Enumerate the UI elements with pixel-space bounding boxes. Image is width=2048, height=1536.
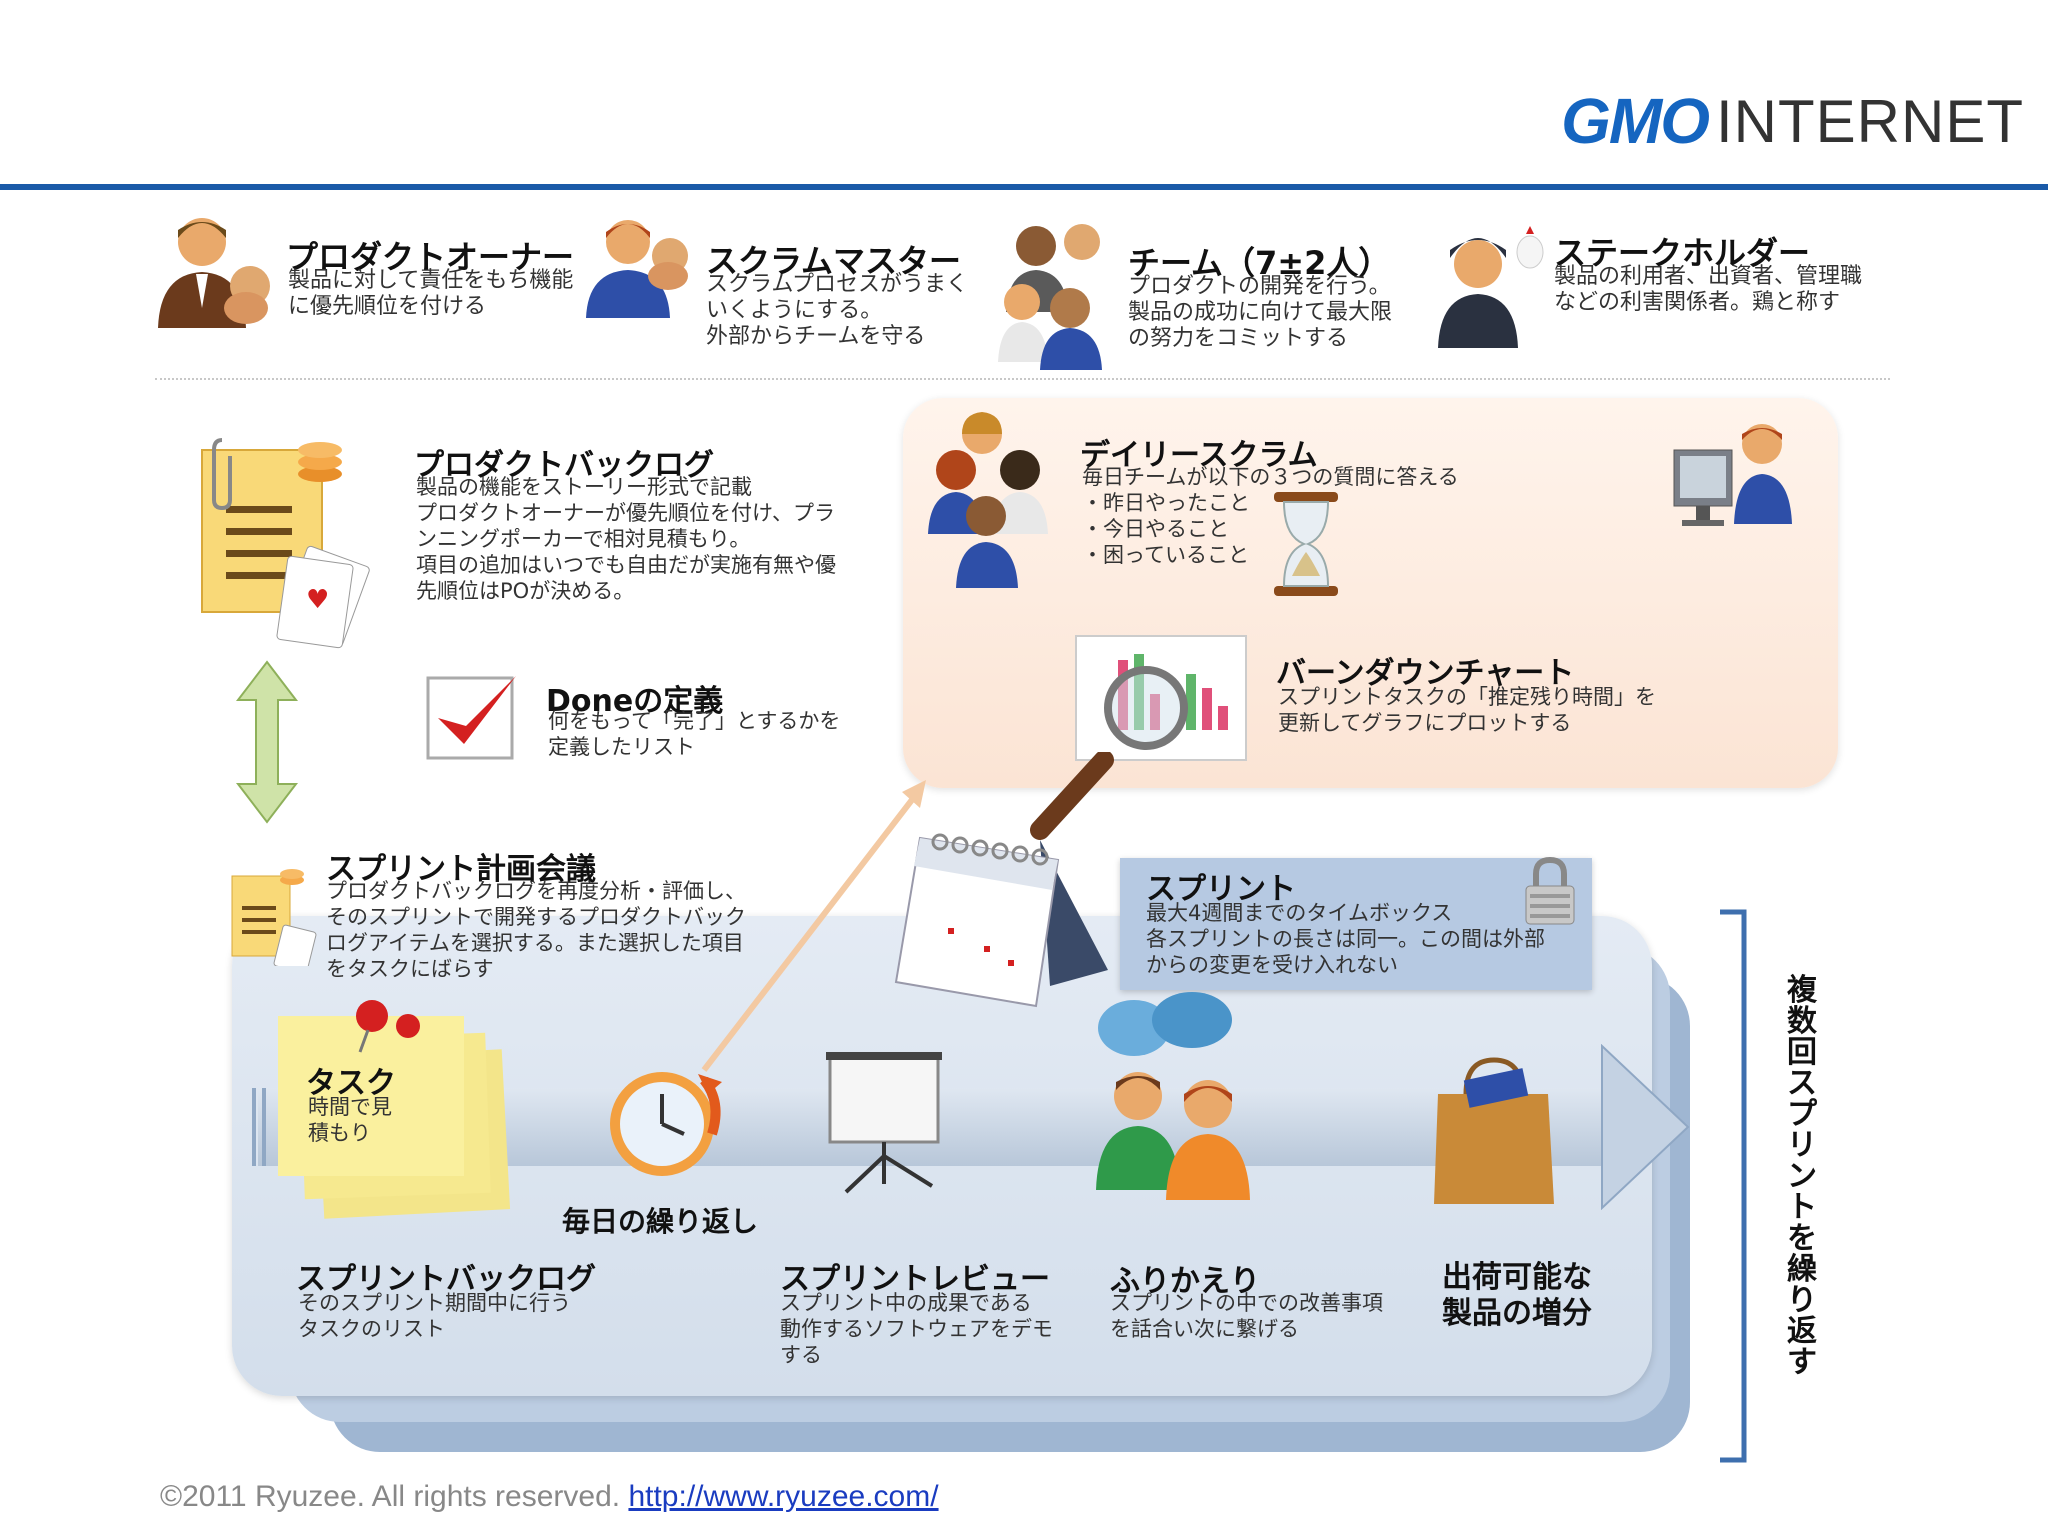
product-owner-icon bbox=[150, 208, 275, 333]
svg-text:♥: ♥ bbox=[306, 585, 329, 615]
stakeholder-monitor-icon bbox=[1670, 420, 1800, 540]
product-backlog-desc: 製品の機能をストーリー形式で記載プロダクトオーナーが優先順位を付け、プランニング… bbox=[416, 474, 836, 604]
sprint-planning-icon bbox=[226, 866, 326, 966]
footer: ©2011 Ryuzee. All rights reserved. http:… bbox=[160, 1480, 939, 1514]
gmo-internet-logo: GMO INTERNET bbox=[1561, 84, 2024, 158]
retrospective-desc: スプリントの中での改善事項を話合い次に繋げる bbox=[1110, 1290, 1383, 1342]
burndown-chart-icon bbox=[1074, 634, 1250, 764]
presentation-screen-icon bbox=[824, 1044, 960, 1194]
copyright-text: ©2011 Ryuzee. All rights reserved. bbox=[160, 1480, 620, 1513]
repeat-bracket bbox=[1716, 908, 1750, 1464]
team-icon bbox=[996, 212, 1116, 372]
retrospective-people-icon bbox=[1086, 990, 1266, 1206]
task-sticky-notes bbox=[268, 996, 518, 1226]
sprint-flow-arrowhead bbox=[1600, 1044, 1692, 1210]
sprint-desc: 最大4週間までのタイムボックス各スプリントの長さは同一。この間は外部からの変更を… bbox=[1146, 900, 1545, 978]
ryuzee-link[interactable]: http://www.ryuzee.com/ bbox=[628, 1480, 938, 1513]
shipping-bag-icon bbox=[1432, 1040, 1560, 1210]
task-desc: 時間で見積もり bbox=[308, 1094, 392, 1146]
sprint-backlog-desc: そのスプリント期間中に行うタスクのリスト bbox=[298, 1290, 571, 1342]
done-definition-desc: 何をもって「完了」とするかを定義したリスト bbox=[548, 708, 840, 760]
increment-title: 出荷可能な製品の増分 bbox=[1442, 1260, 1592, 1332]
double-arrow-icon bbox=[232, 660, 302, 824]
calendar-icon bbox=[890, 820, 1120, 1010]
logo-internet-text: INTERNET bbox=[1716, 87, 2024, 156]
logo-gmo-text: GMO bbox=[1561, 84, 1708, 158]
daily-scrum-team-icon bbox=[912, 404, 1062, 594]
header-rule bbox=[0, 184, 2048, 190]
sprint-review-desc: スプリント中の成果である動作するソフトウェアをデモする bbox=[780, 1290, 1053, 1368]
role-scrum-master-desc: スクラムプロセスがうまくいくようにする。外部からチームを守る bbox=[706, 272, 968, 350]
checkmark-icon bbox=[424, 672, 524, 764]
role-stakeholder-desc: 製品の利用者、出資者、管理職などの利害関係者。鶏と称す bbox=[1554, 264, 1862, 316]
section-divider bbox=[155, 378, 1890, 380]
daily-scrum-desc: 毎日チームが以下の３つの質問に答える・昨日やったこと・今日やること・困っているこ… bbox=[1082, 464, 1459, 568]
role-team-desc: プロダクトの開発を行う。製品の成功に向けて最大限の努力をコミットする bbox=[1128, 274, 1392, 352]
repeat-sprints-label: 複数回 スプリ ントを 繰り返 す bbox=[1780, 975, 1824, 1378]
daily-repeat-label: 毎日の繰り返し bbox=[562, 1200, 758, 1240]
scrum-master-icon bbox=[582, 210, 692, 320]
role-product-owner-desc: 製品に対して責任をもち機能に優先順位を付ける bbox=[288, 268, 573, 320]
burndown-desc: スプリントタスクの「推定残り時間」を更新してグラフにプロットする bbox=[1278, 684, 1656, 736]
product-backlog-icon: ♥ bbox=[192, 436, 412, 656]
stakeholder-icon bbox=[1430, 222, 1550, 352]
daily-clock-icon bbox=[604, 1052, 734, 1182]
sprint-planning-desc: プロダクトバックログを再度分析・評価し、そのスプリントで開発するプロダクトバック… bbox=[326, 878, 746, 982]
